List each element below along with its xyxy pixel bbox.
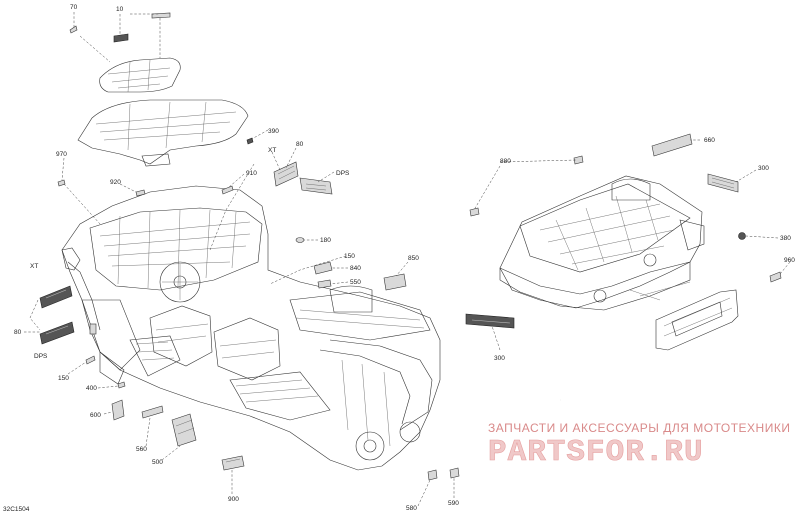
callout-300-bottom: 300 <box>494 355 505 362</box>
callout-80-left: 80 <box>14 329 22 336</box>
decal-960 <box>769 271 782 283</box>
roof-lower-panel <box>77 99 249 167</box>
callout-910: 910 <box>246 170 257 177</box>
callout-550: 550 <box>350 279 361 286</box>
callout-380: 380 <box>780 235 791 242</box>
watermark: ЗАПЧАСТИ И АКСЕССУАРЫ ДЛЯ МОТОТЕХНИКИ PA… <box>488 421 790 470</box>
callout-560: 560 <box>136 446 147 453</box>
diagram-reference-code: 32C1504 <box>3 506 30 513</box>
decal-560 <box>141 405 164 419</box>
decal-920 <box>135 189 146 197</box>
decal-600 <box>111 399 125 421</box>
callout-580: 580 <box>406 505 417 512</box>
watermark-brand: PARTSFOR.RU <box>488 435 704 470</box>
callout-500: 500 <box>152 459 163 466</box>
callout-150-right: 150 <box>344 253 355 260</box>
callout-80-top: 80 <box>296 141 304 148</box>
decal-500 <box>171 413 197 447</box>
decal-850 <box>383 273 407 291</box>
callout-300-top: 300 <box>758 165 769 172</box>
decal-390 <box>246 137 254 145</box>
decal-840 <box>313 261 333 275</box>
decal-970 <box>57 179 66 187</box>
callout-660: 660 <box>704 137 715 144</box>
leader-lines <box>24 12 791 507</box>
callout-590: 590 <box>448 500 459 507</box>
callout-10: 10 <box>116 6 124 13</box>
decal-900 <box>221 455 245 471</box>
callout-960: 960 <box>784 257 795 264</box>
decal-590 <box>449 467 460 479</box>
callout-920: 920 <box>110 179 121 186</box>
decal-dps-top <box>299 177 333 195</box>
decal-880 <box>469 155 584 217</box>
decal-dps-left <box>39 321 75 345</box>
decal-400 <box>117 381 126 389</box>
decal-910 <box>221 185 234 195</box>
callout-180: 180 <box>320 237 331 244</box>
callout-xt-left: XT <box>30 263 38 270</box>
decal-580 <box>427 469 438 481</box>
decal-300-top <box>707 173 739 193</box>
callout-600: 600 <box>90 412 101 419</box>
callout-xt-top: XT <box>268 147 276 154</box>
callout-dps-left: DPS <box>34 353 48 360</box>
decal-550 <box>317 279 332 289</box>
callout-880: 880 <box>500 158 511 165</box>
decal-150-left <box>85 355 96 365</box>
part-380 <box>738 232 746 240</box>
decal-80-left <box>89 323 97 335</box>
part-180 <box>295 237 305 243</box>
decal-10 <box>113 12 171 43</box>
decal-80-top <box>273 161 299 187</box>
callout-970: 970 <box>56 151 67 158</box>
tailgate-panel <box>655 289 739 351</box>
vehicle-main-body <box>61 185 441 471</box>
callout-dps-top: DPS <box>336 170 350 177</box>
decal-660 <box>651 133 693 157</box>
callout-labels: 70 10 390 80 XT DPS 970 920 910 180 150 … <box>14 4 795 512</box>
roof-upper-panel <box>99 57 181 93</box>
decal-70 <box>69 25 78 34</box>
cargo-box <box>499 175 705 311</box>
callout-390: 390 <box>268 128 279 135</box>
callout-900: 900 <box>228 496 239 503</box>
callout-400: 400 <box>86 385 97 392</box>
watermark-tagline: ЗАПЧАСТИ И АКСЕССУАРЫ ДЛЯ МОТОТЕХНИКИ <box>488 421 790 435</box>
decal-300-bottom <box>465 313 515 329</box>
callout-850: 850 <box>408 255 419 262</box>
callout-840: 840 <box>350 265 361 272</box>
callout-150-left: 150 <box>58 375 69 382</box>
callout-70: 70 <box>70 4 78 11</box>
decal-xt-left <box>39 285 73 309</box>
